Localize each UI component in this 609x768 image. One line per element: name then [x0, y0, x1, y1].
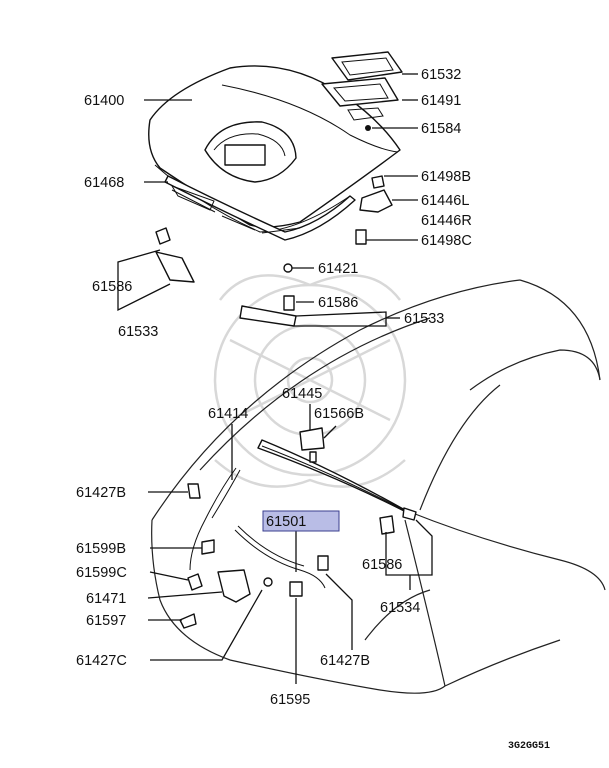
scoop-frame-part	[321, 51, 403, 131]
label-61498c[interactable]: 61498C	[421, 233, 472, 249]
bumper-parts	[155, 227, 297, 327]
leader-lines	[117, 73, 433, 684]
latch-assembly-part	[179, 427, 395, 629]
car-body-outline	[151, 279, 606, 694]
label-61597[interactable]: 61597	[86, 613, 126, 629]
release-cable-part	[189, 467, 326, 589]
hood-hinge-part	[283, 175, 393, 273]
label-61414[interactable]: 61414	[208, 406, 248, 422]
label-61468[interactable]: 61468	[84, 175, 124, 191]
label-61595[interactable]: 61595	[270, 692, 310, 708]
cowl-trim-part	[257, 439, 417, 521]
label-61599c[interactable]: 61599C	[76, 565, 127, 581]
hood-panel-part	[148, 65, 401, 233]
label-61532[interactable]: 61532	[421, 67, 461, 83]
label-61446l[interactable]: 61446L	[421, 193, 469, 209]
label-61427b-left[interactable]: 61427B	[76, 485, 126, 501]
label-61586-left[interactable]: 61586	[92, 279, 132, 295]
highlight-61501	[262, 510, 340, 532]
label-61421[interactable]: 61421	[318, 261, 358, 277]
label-61446r[interactable]: 61446R	[421, 213, 472, 229]
label-61599b[interactable]: 61599B	[76, 541, 126, 557]
label-61427c[interactable]: 61427C	[76, 653, 127, 669]
label-61400[interactable]: 61400	[84, 93, 124, 109]
label-61445[interactable]: 61445	[282, 386, 322, 402]
part-labels: 61400 61468 61532 61491 61584 61498B 614…	[76, 67, 472, 708]
watermark-emblem	[213, 274, 407, 488]
label-61471[interactable]: 61471	[86, 591, 126, 607]
label-61498b[interactable]: 61498B	[421, 169, 471, 185]
label-61566b[interactable]: 61566B	[314, 406, 364, 422]
hood-frame-part	[164, 175, 356, 241]
label-61427b-right[interactable]: 61427B	[320, 653, 370, 669]
diagram-code: 3G2GG51	[508, 741, 550, 752]
label-61491[interactable]: 61491	[421, 93, 461, 109]
label-61533-right[interactable]: 61533	[404, 311, 444, 327]
label-61533-left[interactable]: 61533	[118, 324, 158, 340]
label-61586-right[interactable]: 61586	[362, 557, 402, 573]
label-61534[interactable]: 61534	[380, 600, 420, 616]
label-61501[interactable]: 61501	[266, 514, 306, 530]
label-61584[interactable]: 61584	[421, 121, 461, 137]
label-61586-center[interactable]: 61586	[318, 295, 358, 311]
